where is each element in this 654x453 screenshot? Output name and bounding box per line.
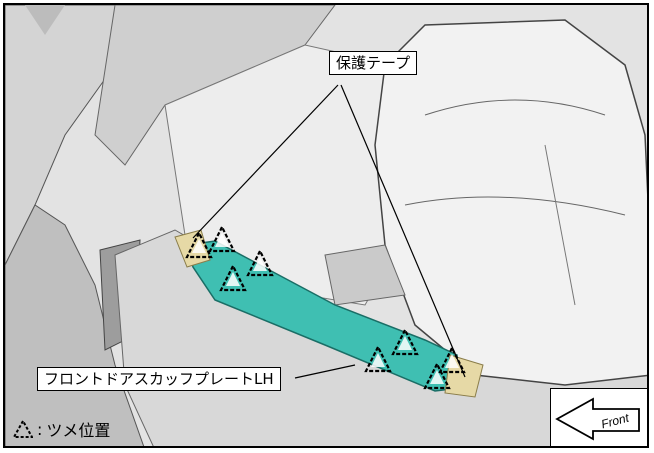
front-direction-indicator: Front <box>550 388 647 446</box>
legend-separator: : <box>37 419 43 439</box>
claw-marker-icon <box>13 420 33 438</box>
protective-tape-callout: 保護テープ <box>329 51 418 75</box>
legend: : ツメ位置 <box>13 417 110 441</box>
diagram-frame: 保護テープ フロントドアスカッフプレートLH : ツメ位置 Front <box>3 3 649 448</box>
scuff-plate-callout: フロントドアスカッフプレートLH <box>37 367 281 391</box>
legend-text: ツメ位置 <box>46 421 111 440</box>
front-arrow-icon: Front <box>555 397 640 441</box>
